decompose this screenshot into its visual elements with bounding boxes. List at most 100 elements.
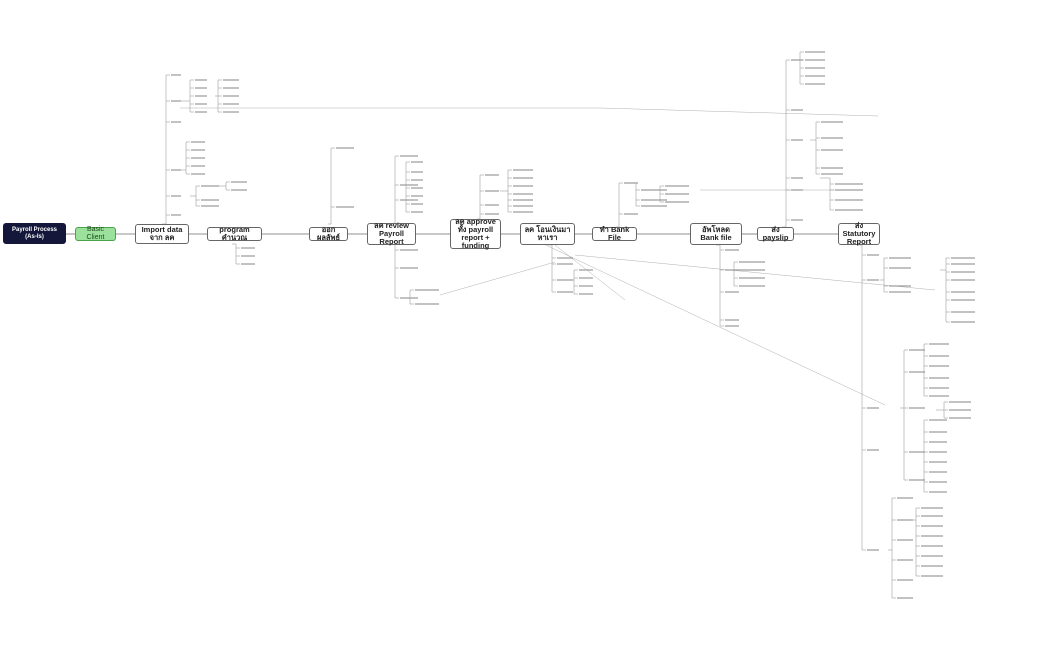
leaf-text-mark bbox=[921, 535, 943, 537]
leaf-text-mark bbox=[411, 179, 423, 181]
step-output-results[interactable]: ออกผลลัพธ์ bbox=[309, 226, 348, 242]
leaf-text-mark bbox=[897, 497, 913, 499]
step-send-payslip[interactable]: ส่ง payslip bbox=[757, 226, 794, 242]
leaf-text-mark bbox=[411, 211, 423, 213]
leaf-text-mark bbox=[929, 451, 947, 453]
leaf-text-mark bbox=[415, 289, 439, 291]
leaf-text-mark bbox=[909, 407, 925, 409]
leaf-text-mark bbox=[821, 173, 843, 175]
leaf-text-mark bbox=[241, 263, 255, 265]
leaf-text-mark bbox=[665, 193, 689, 195]
leaf-text-mark bbox=[400, 199, 418, 201]
leaf-text-mark bbox=[231, 189, 247, 191]
leaf-text-mark bbox=[805, 83, 825, 85]
leaf-text-mark bbox=[921, 555, 943, 557]
leaf-text-mark bbox=[191, 165, 205, 167]
client-node[interactable]: Basic Client bbox=[75, 226, 116, 241]
leaf-text-mark bbox=[557, 263, 573, 265]
leaf-text-mark bbox=[513, 177, 533, 179]
leaf-text-mark bbox=[513, 205, 533, 207]
leaf-text-mark bbox=[867, 254, 879, 256]
root-node[interactable]: Payroll Process (As-Is) bbox=[3, 223, 66, 244]
leaf-text-mark bbox=[897, 559, 913, 561]
leaf-text-mark bbox=[231, 181, 247, 183]
leaf-text-mark bbox=[929, 395, 949, 397]
leaf-text-mark bbox=[951, 321, 975, 323]
step-program-calculate[interactable]: program คำนวณ bbox=[207, 226, 262, 242]
leaf-text-mark bbox=[739, 269, 765, 271]
leaf-text-mark bbox=[805, 59, 825, 61]
leaf-text-mark bbox=[805, 75, 825, 77]
leaf-text-mark bbox=[579, 269, 593, 271]
leaf-text-mark bbox=[171, 121, 181, 123]
leaf-text-mark bbox=[889, 257, 911, 259]
leaf-text-mark bbox=[739, 277, 765, 279]
leaf-text-mark bbox=[929, 343, 949, 345]
leaf-text-mark bbox=[929, 355, 949, 357]
leaf-text-mark bbox=[929, 461, 947, 463]
leaf-text-mark bbox=[400, 155, 418, 157]
leaf-text-mark bbox=[951, 257, 975, 259]
leaf-text-mark bbox=[411, 195, 423, 197]
step-approve-report-funding[interactable]: ลค approve ทั้ง payroll report + funding bbox=[450, 218, 501, 250]
step-upload-bank-file[interactable]: อัพโหลด Bank file bbox=[690, 223, 742, 245]
leaf-text-mark bbox=[485, 190, 499, 192]
leaf-text-mark bbox=[336, 206, 354, 208]
step-client-transfer[interactable]: ลค โอนเงินมาหาเรา bbox=[520, 223, 575, 245]
leaf-text-mark bbox=[513, 169, 533, 171]
step-send-statutory-report[interactable]: ส่ง Statutory Report bbox=[838, 222, 880, 246]
leaf-text-mark bbox=[949, 409, 971, 411]
leaf-text-mark bbox=[897, 597, 913, 599]
leaf-text-mark bbox=[411, 171, 423, 173]
leaf-text-mark bbox=[557, 279, 573, 281]
leaf-text-mark bbox=[725, 325, 739, 327]
leaf-text-mark bbox=[791, 109, 803, 111]
leaf-text-mark bbox=[171, 214, 181, 216]
leaf-text-mark bbox=[191, 157, 205, 159]
leaf-text-mark bbox=[579, 293, 593, 295]
leaf-text-mark bbox=[929, 387, 949, 389]
leaf-text-mark bbox=[791, 177, 803, 179]
leaf-text-mark bbox=[665, 185, 689, 187]
leaf-text-mark bbox=[241, 255, 255, 257]
leaf-text-mark bbox=[835, 199, 863, 201]
leaf-text-mark bbox=[485, 204, 499, 206]
leaf-text-mark bbox=[889, 285, 911, 287]
leaf-text-mark bbox=[929, 419, 947, 421]
step-review-payroll-report[interactable]: ลค review Payroll Report bbox=[367, 222, 416, 246]
leaf-text-mark bbox=[909, 371, 925, 373]
leaf-text-mark bbox=[929, 441, 947, 443]
leaf-text-mark bbox=[867, 407, 879, 409]
leaf-text-mark bbox=[171, 100, 181, 102]
leaf-text-mark bbox=[641, 199, 667, 201]
leaf-text-mark bbox=[929, 377, 949, 379]
leaf-text-mark bbox=[725, 269, 739, 271]
leaf-text-mark bbox=[557, 291, 573, 293]
step-make-bank-file[interactable]: ทำ Bank File bbox=[592, 226, 637, 242]
leaf-text-mark bbox=[223, 95, 239, 97]
leaf-text-mark bbox=[951, 271, 975, 273]
leaf-text-mark bbox=[725, 291, 739, 293]
step-import-data[interactable]: Import data จาก ลค bbox=[135, 224, 189, 244]
leaf-text-mark bbox=[791, 59, 803, 61]
leaf-text-mark bbox=[929, 471, 947, 473]
leaf-text-mark bbox=[867, 449, 879, 451]
leaf-text-mark bbox=[241, 247, 255, 249]
leaf-text-mark bbox=[191, 173, 205, 175]
leaf-text-mark bbox=[929, 365, 949, 367]
leaf-text-mark bbox=[909, 479, 925, 481]
leaf-text-mark bbox=[889, 267, 911, 269]
leaf-text-mark bbox=[951, 279, 975, 281]
leaf-text-mark bbox=[921, 525, 943, 527]
leaf-text-mark bbox=[400, 267, 418, 269]
leaf-text-mark bbox=[415, 303, 439, 305]
leaf-text-mark bbox=[171, 74, 181, 76]
leaf-text-mark bbox=[411, 187, 423, 189]
leaf-text-mark bbox=[805, 67, 825, 69]
leaf-text-mark bbox=[513, 211, 533, 213]
leaf-text-mark bbox=[929, 431, 947, 433]
leaf-text-mark bbox=[579, 285, 593, 287]
leaf-text-mark bbox=[791, 219, 803, 221]
leaf-text-mark bbox=[821, 121, 843, 123]
leaf-text-mark bbox=[624, 182, 638, 184]
